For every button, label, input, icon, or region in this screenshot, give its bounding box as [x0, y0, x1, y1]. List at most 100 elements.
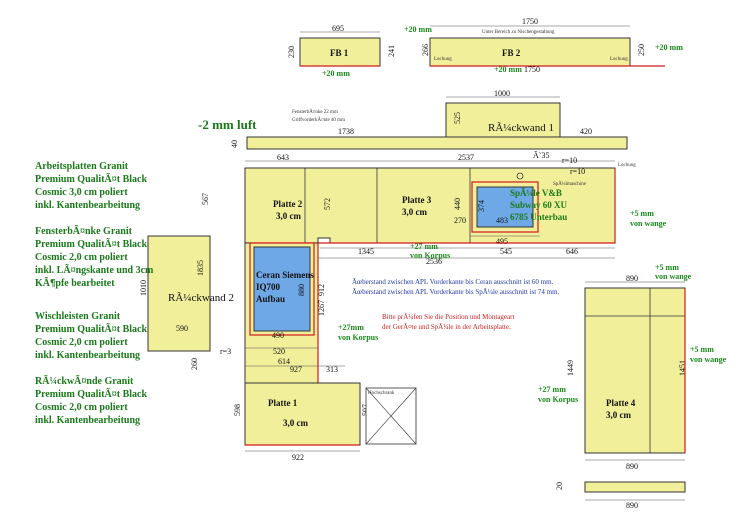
spec-fensterbaenke: FensterbÃ¤nke Granit Premium QualitÃ¤t B…	[35, 225, 153, 290]
cooktop-side: 1267	[317, 300, 326, 316]
fb2-top-left: +20 mm	[404, 25, 432, 34]
sink-mid: 545	[500, 247, 512, 256]
spec-line: Cosmic 3,0 cm poliert	[35, 187, 128, 198]
plate1-w: 922	[292, 453, 304, 462]
fb2-bottom: +20 mm	[494, 65, 522, 74]
wange-right-val: +5 mm	[630, 209, 654, 218]
spec-wischleisten: Wischleisten Granit Premium QualitÃ¤t Bl…	[35, 310, 147, 362]
sink-dia: Ã˜35	[533, 150, 549, 160]
plate1-thickness: 3,0 cm	[283, 418, 308, 428]
fb2-width-bottom: 1750	[524, 65, 540, 74]
plate1-korpus: +27mm	[338, 323, 364, 332]
fb1-h-right: 241	[387, 45, 396, 57]
check-note-2: der GerÃ¤te und SpÃ¼le in der Arbeitspla…	[382, 323, 511, 331]
korpus-a-sub: von Korpus	[410, 251, 450, 260]
plate2-label: Platte 2	[273, 199, 303, 209]
plate4-wange-top-sub: von wange	[655, 272, 692, 281]
plate3-corner: r=10	[562, 156, 577, 165]
offset-label: -2 mm luft	[198, 117, 257, 132]
plate1-short: 313	[326, 365, 338, 374]
fb2-h-right: 250	[637, 44, 646, 56]
spec-line: inkl. Kantenbearbeitung	[35, 350, 141, 361]
overhang-notes: Ãœberstand zwischen APL Vorderkante bis …	[352, 277, 559, 297]
sink-d: 270	[454, 216, 466, 225]
cooktop-label2: IQ700	[256, 282, 281, 292]
cooktop-outer: 520	[273, 347, 285, 356]
cooktop-w: 490	[272, 331, 284, 340]
overhang-note-2: Ãœberstand zwischen APL Vorderkante bis …	[352, 288, 560, 296]
plate1-label: Platte 1	[268, 398, 298, 408]
fb1-bottom: +20 mm	[322, 69, 350, 78]
plate4-thickness: 3,0 cm	[606, 410, 631, 420]
spec-line: Premium QualitÃ¤t Black	[35, 239, 148, 250]
spec-line: Arbeitsplatten Granit	[35, 161, 129, 172]
overhang-note-1: Ãœberstand zwischen APL Vorderkante bis …	[352, 278, 554, 286]
rueckwand2-r: r=3	[220, 347, 231, 356]
plate4-wange-top: +5 mm	[655, 263, 679, 272]
plate3-depth: 440	[453, 198, 462, 210]
plate4-slab	[584, 287, 686, 454]
fb2-right: +20 mm	[655, 43, 683, 52]
spec-line: Premium QualitÃ¤t Black	[35, 389, 148, 400]
plate2-side: 567	[201, 193, 210, 205]
plate1-h: 598	[233, 404, 242, 416]
fb2-width-top: 1750	[522, 17, 538, 26]
spec-line: inkl. Kantenbearbeitung	[35, 415, 141, 426]
fb2-slab	[429, 37, 631, 67]
sink-cutout	[476, 186, 534, 228]
plate1-dim: 912	[317, 284, 326, 296]
fb2-label: FB 2	[502, 48, 521, 58]
rueckwand1-width: 1000	[494, 89, 510, 98]
plate4-w-mid: 890	[626, 462, 638, 471]
fb1-slab	[299, 37, 381, 67]
plate3-thickness: 3,0 cm	[402, 207, 427, 217]
sink-label2: Subway 60 XU	[510, 200, 568, 210]
spec-line: Cosmic 2,0 cm poliert	[35, 252, 128, 263]
rueckwand2-slab	[147, 235, 211, 352]
plate3-label: Platte 3	[402, 195, 432, 205]
fb1-width: 695	[332, 24, 344, 33]
plate4-w-bottom: 890	[626, 501, 638, 510]
spec-line: KÃ¶pfe bearbeitet	[35, 278, 115, 289]
rueckwand2-label: RÃ¼ckwand 2	[168, 292, 234, 304]
sink-label3: 6785 Unterbau	[510, 212, 567, 222]
spec-line: Wischleisten Granit	[35, 311, 121, 322]
sink-w: 483	[496, 216, 508, 225]
plate1-slab	[244, 382, 361, 446]
plate4-w-top: 890	[626, 274, 638, 283]
plate1-mid: 927	[290, 365, 302, 374]
sink-r: r=10	[570, 167, 585, 176]
tap-hole-icon	[516, 172, 524, 180]
rueckwand2-w: 590	[176, 324, 188, 333]
plate4-strip	[584, 481, 686, 493]
plate3-total: 2537	[458, 153, 474, 162]
rueckwand1-strip	[246, 136, 628, 150]
top-left-line2: GriffvorderkÃ¤nte 40 mm	[292, 117, 345, 123]
plate2-thickness: 3,0 cm	[276, 211, 301, 221]
fb2-lochung-r: Lochung	[610, 57, 628, 62]
spec-line: Cosmic 2,0 cm poliert	[35, 337, 128, 348]
sink-label1: SpÃ¼le V&B	[510, 188, 562, 198]
plate4-korpus: +27 mm	[538, 385, 566, 394]
rueckwand2-h: 1010	[139, 280, 148, 296]
top-left-line1: FensterbÃ¤nke 22 mm	[292, 109, 338, 115]
plate2-h: 572	[323, 198, 332, 210]
rueckwand1-label: RÃ¼ckwand 1	[488, 122, 554, 134]
cooktop-cutout	[253, 246, 311, 332]
sink-w2: 495	[496, 237, 508, 246]
spec-rueckwaende: RÃ¼ckwÃ¤nde Granit Premium QualitÃ¤t Bla…	[35, 375, 147, 427]
plate2-w: 643	[277, 153, 289, 162]
plate-total: 2536	[426, 257, 442, 266]
sink-right: 646	[566, 247, 578, 256]
plate4-h-right: 1451	[678, 360, 687, 376]
sink-spa: SpÃ¼lmaschine	[553, 181, 587, 187]
spec-line: inkl. Kantenbearbeitung	[35, 200, 141, 211]
plate1-depth: 597	[361, 404, 370, 416]
plate4-h-left: 1449	[566, 360, 575, 376]
rueckwand1-height: 525	[453, 112, 462, 124]
plate4-label: Platte 4	[606, 398, 636, 408]
rueckwand1-left-w: 1738	[338, 127, 354, 136]
rueckwand1-right-w: 420	[580, 127, 592, 136]
fb1-h-left: 230	[287, 46, 296, 58]
sink-h: 374	[477, 200, 486, 212]
